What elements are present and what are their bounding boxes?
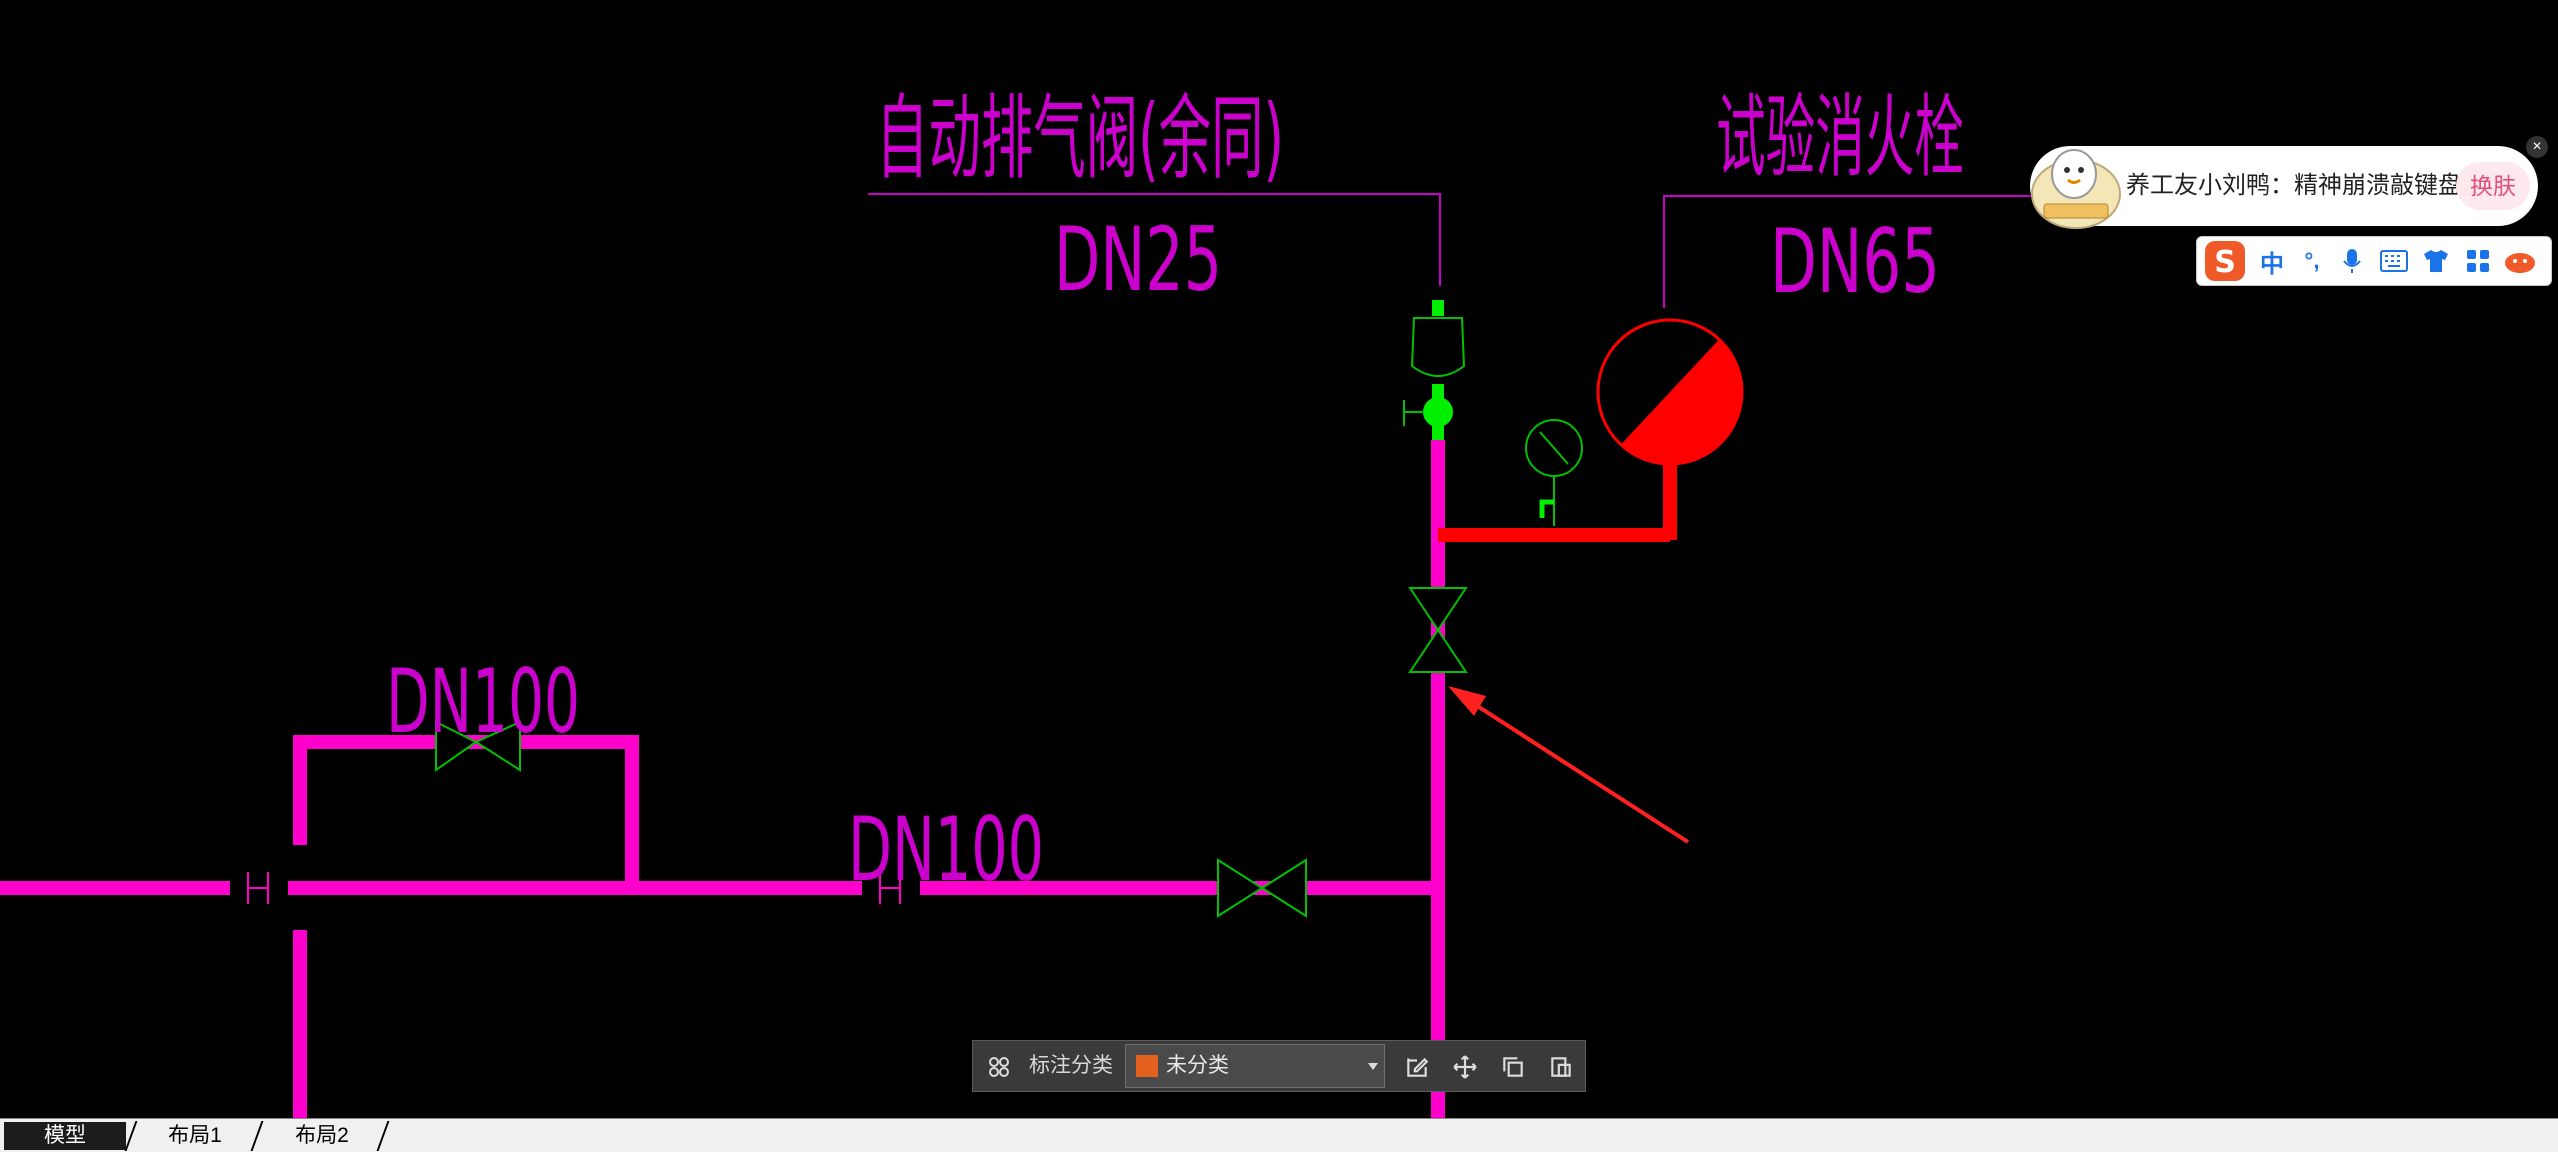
language-mode-button[interactable]: 中: [2260, 250, 2284, 278]
gate-valve-riser: [1408, 587, 1468, 673]
selected-category: 未分类: [1166, 1054, 1229, 1077]
leader-lines: [868, 193, 2040, 308]
dn25-label: DN25: [1054, 208, 1222, 311]
gate-valve-main: [1217, 858, 1307, 918]
move-icon[interactable]: [1449, 1051, 1481, 1083]
annotation-category-label: 标注分类: [1029, 1054, 1113, 1077]
annotation-toolbar: 标注分类 未分类: [972, 1040, 1586, 1092]
air-valve-label: 自动排气阀(余同): [876, 85, 1284, 192]
copy-icon[interactable]: [1497, 1051, 1529, 1083]
ime-notification: 养工友小刘鸭：精神崩溃敲键盘 换肤: [2030, 146, 2538, 229]
test-fire-hydrant: [1438, 318, 1744, 542]
duck-mascot-icon: [2028, 142, 2124, 230]
pipe-network: [0, 440, 1445, 1118]
gate-valve-bypass: [435, 720, 521, 772]
automatic-air-valve: [1403, 300, 1466, 440]
tab-divider: [250, 1121, 264, 1151]
toolbox-icon[interactable]: [2459, 242, 2497, 280]
layout-tab-bar: 模型 布局1 布局2: [0, 1118, 2558, 1152]
close-icon[interactable]: ×: [2526, 136, 2548, 158]
ime-toolbar: S 中 °,: [2196, 236, 2552, 286]
grid-icon[interactable]: [983, 1051, 1015, 1083]
dn100-upper-label: DN100: [386, 650, 580, 753]
punctuation-icon[interactable]: °,: [2304, 248, 2320, 273]
svg-text:S: S: [2214, 245, 2236, 280]
microphone-icon[interactable]: [2333, 242, 2371, 280]
annotation-arrow: [1448, 686, 1690, 844]
mascot-icon[interactable]: [2501, 242, 2539, 280]
sogou-logo-icon[interactable]: S: [2203, 239, 2247, 283]
edit-icon[interactable]: [1401, 1051, 1433, 1083]
flange-joints: [247, 872, 901, 904]
tab-divider: [376, 1121, 390, 1151]
tab-divider: [124, 1121, 138, 1151]
tab-layout2[interactable]: 布局2: [295, 1124, 349, 1147]
test-hydrant-label: 试验消火栓: [1716, 85, 1964, 190]
pressure-gauge: [1525, 419, 1583, 526]
paste-icon[interactable]: [1545, 1051, 1577, 1083]
dn65-label: DN65: [1770, 210, 1940, 313]
chevron-down-icon: [1368, 1063, 1378, 1070]
skin-icon[interactable]: [2417, 242, 2455, 280]
dn100-lower-label: DN100: [848, 798, 1044, 901]
annotation-category-select[interactable]: 未分类: [1125, 1044, 1385, 1088]
change-skin-button[interactable]: 换肤: [2456, 162, 2530, 210]
ime-message: 养工友小刘鸭：精神崩溃敲键盘: [2126, 172, 2462, 199]
tab-layout1[interactable]: 布局1: [168, 1124, 222, 1147]
category-color-swatch: [1136, 1055, 1158, 1077]
tab-model[interactable]: 模型: [4, 1122, 126, 1150]
keyboard-icon[interactable]: [2375, 242, 2413, 280]
